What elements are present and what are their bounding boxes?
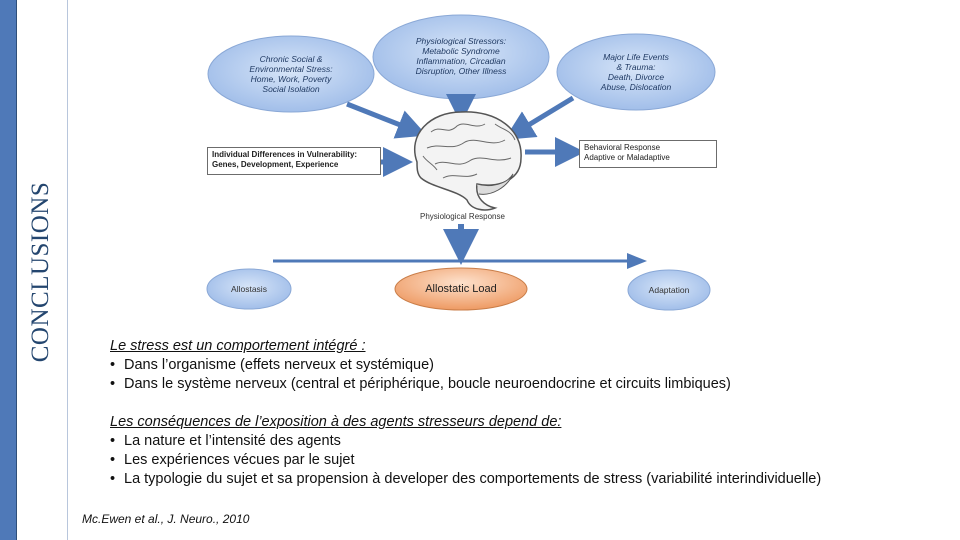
list-item-text: La nature et l’intensité des agents [124, 433, 341, 449]
list-item-text: La typologie du sujet et sa propension à… [124, 471, 822, 487]
section-integrated-behavior-heading: Le stress est un comportement intégré : [110, 338, 366, 354]
bullet-glyph: • [110, 433, 116, 449]
continuum-arrow-head [627, 253, 647, 269]
list-item-text: Dans le système nerveux (central et péri… [124, 376, 731, 392]
accent-bar [0, 0, 16, 540]
adaptation-label: Adaptation [648, 285, 690, 295]
section-integrated-behavior: Le stress est un comportement intégré : … [110, 337, 731, 394]
diagram-graphics [206, 14, 716, 311]
allostatic-load-label: Allostatic Load [425, 283, 497, 295]
list-item-text: Dans l’organisme (effets nerveux et syst… [124, 357, 435, 373]
list-item: • La nature et l’intensité des agents [110, 432, 821, 451]
arrow-life-events-to-brain [504, 95, 575, 140]
bullet-glyph: • [110, 471, 116, 487]
allostatic-load-ellipse [394, 267, 528, 311]
list-item: • Les expériences vécues par le sujet [110, 451, 821, 470]
title-frame: CONCLUSIONS [16, 0, 68, 540]
allostasis-label: Allostasis [231, 284, 267, 294]
allostasis-ellipse [206, 268, 292, 310]
stressor-life-events-ellipse [556, 33, 716, 111]
section-consequences: Les conséquences de l’exposition à des a… [110, 413, 821, 489]
section-consequences-heading: Les conséquences de l’exposition à des a… [110, 414, 562, 430]
behavioral-response-box: Behavioral Response Adaptive or Maladapt… [579, 140, 717, 168]
stressor-physiological-label: Physiological Stressors: Metabolic Syndr… [415, 36, 507, 76]
brain-icon [414, 111, 522, 211]
individual-differences-box: Individual Differences in Vulnerability:… [207, 147, 381, 175]
physiological-response-label: Physiological Response [420, 212, 505, 221]
bullet-glyph: • [110, 376, 116, 392]
arrow-chronic-to-brain [346, 101, 427, 139]
slide-title: CONCLUSIONS [27, 181, 54, 363]
citation: Mc.Ewen et al., J. Neuro., 2010 [82, 512, 250, 526]
list-item: • Dans l’organisme (effets nerveux et sys… [110, 356, 731, 375]
bullet-glyph: • [110, 452, 116, 468]
stress-diagram: Chronic Social & Environmental Stress: H… [195, 12, 725, 312]
bullet-glyph: • [110, 357, 116, 373]
list-item: • Dans le système nerveux (central et pér… [110, 375, 731, 394]
title-panel: CONCLUSIONS [0, 0, 68, 540]
stressor-chronic-ellipse [207, 35, 375, 113]
adaptation-ellipse [627, 269, 711, 311]
stressor-life-events-label: Major Life Events & Trauma: Death, Divor… [600, 52, 672, 92]
list-item: • La typologie du sujet et sa propension … [110, 470, 821, 489]
stressor-chronic-label: Chronic Social & Environmental Stress: H… [249, 54, 333, 94]
list-item-text: Les expériences vécues par le sujet [124, 452, 355, 468]
